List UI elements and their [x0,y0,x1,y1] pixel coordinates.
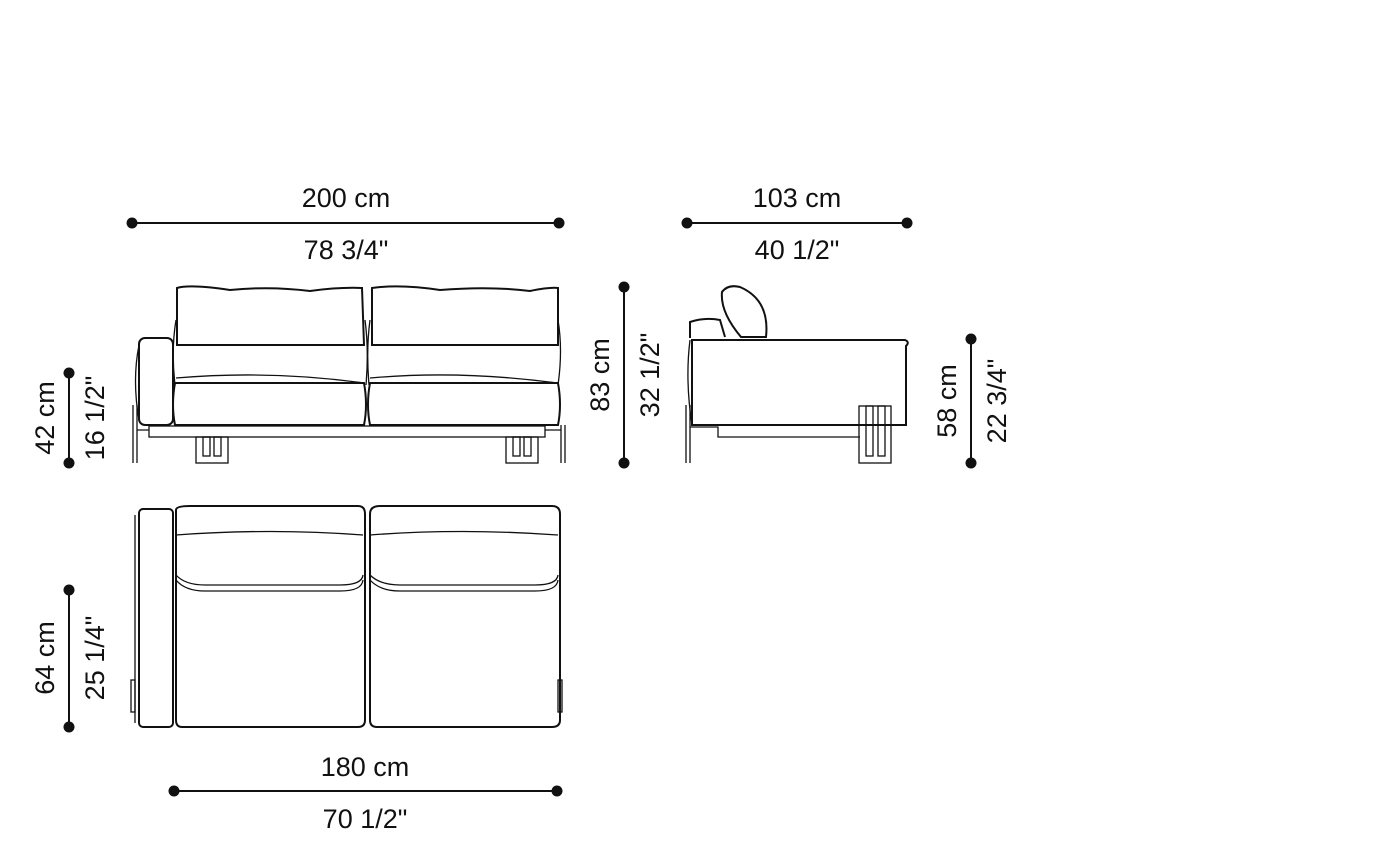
seat-top-left [175,505,366,728]
arm-height-imperial-label: 22 3/4" [982,359,1012,444]
leg-right [505,436,539,464]
seat-height-imperial-label: 16 1/2" [80,376,110,461]
seat-depth-metric-label: 64 cm [30,621,60,695]
armrest-top [138,508,174,728]
width-imperial-label: 78 3/4" [304,235,389,265]
seat-cushion-right [367,382,561,426]
seat-cushion-left [172,382,367,426]
width-metric-label: 200 cm [302,183,391,213]
seat-body [691,339,909,426]
dimension-arm-height: 58 cm 22 3/4" [932,333,1012,469]
seat-depth-imperial-label: 25 1/4" [80,616,110,701]
back-cushion [720,285,768,338]
dimension-seat-depth: 64 cm 25 1/4" [30,584,110,733]
depth-imperial-label: 40 1/2" [755,235,840,265]
arm-height-metric-label: 58 cm [932,364,962,438]
height-imperial-label: 32 1/2" [635,333,665,418]
dimension-overall-depth: 103 cm 40 1/2" [681,183,913,265]
side-view [685,285,909,464]
dimension-seat-width: 180 cm 70 1/2" [168,752,563,834]
leg [858,405,892,464]
dimension-overall-height: 83 cm 32 1/2" [585,281,665,469]
depth-metric-label: 103 cm [753,183,842,213]
dimension-seat-height: 42 cm 16 1/2" [30,367,110,469]
front-view [132,285,566,464]
armrest [138,337,174,426]
back-cushion-right [371,285,559,346]
seat-width-imperial-label: 70 1/2" [323,804,408,834]
dimension-overall-width: 200 cm 78 3/4" [126,183,565,265]
seat-top-right [369,505,561,728]
height-metric-label: 83 cm [585,338,615,412]
top-view [130,505,563,728]
seat-width-metric-label: 180 cm [321,752,410,782]
leg-left [195,436,229,464]
seat-height-metric-label: 42 cm [30,381,60,455]
back-cushion-left [176,285,366,346]
